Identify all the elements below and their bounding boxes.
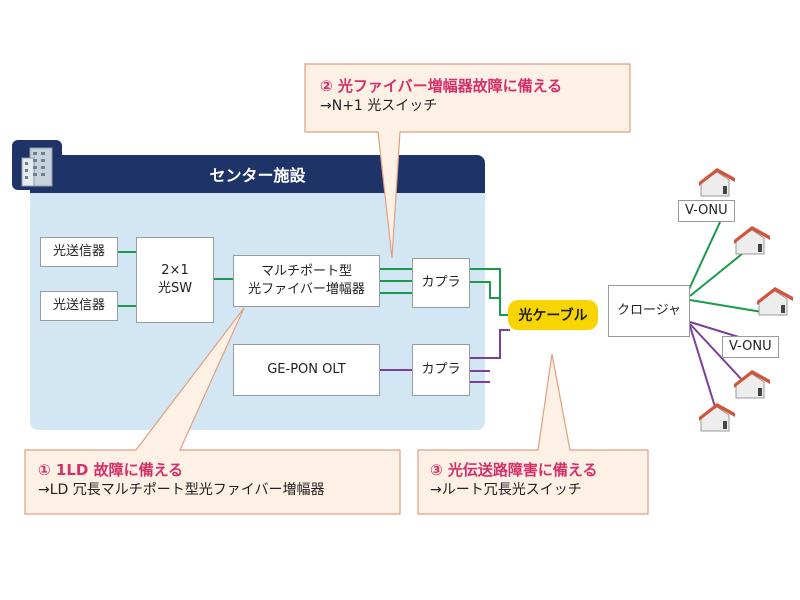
callout-2-heading: ② 光ファイバー増幅器故障に備える bbox=[320, 77, 563, 95]
amplifier-line2: 光ファイバー増幅器 bbox=[248, 282, 365, 297]
callout-3-heading: ③ 光伝送路障害に備える bbox=[430, 461, 598, 479]
optical-transmitter-2: 光送信器 bbox=[40, 291, 118, 321]
callout-1-shape bbox=[24, 307, 401, 515]
optical-transmitter-1: 光送信器 bbox=[40, 237, 118, 267]
optical-switch-line2: 光SW bbox=[157, 281, 193, 296]
house-icon bbox=[757, 287, 793, 316]
optical-switch-line1: 2×1 bbox=[161, 263, 189, 278]
house-icon bbox=[699, 403, 735, 432]
callout-1-body: →LD 冗長マルチポート型光ファイバー増幅器 bbox=[38, 482, 325, 498]
purple-signal-lines bbox=[380, 321, 745, 411]
center-facility-header: センター施設 bbox=[30, 155, 485, 193]
multiport-fiber-amplifier: マルチポート型 光ファイバー増幅器 bbox=[233, 255, 380, 307]
center-facility-title: センター施設 bbox=[209, 166, 306, 185]
house-icon bbox=[734, 370, 770, 399]
callout-2-body: →N+1 光スイッチ bbox=[320, 98, 438, 114]
house-icon bbox=[734, 226, 770, 255]
v-onu-label-1: V-ONU bbox=[678, 200, 735, 222]
optical-transmitter-2-label: 光送信器 bbox=[52, 298, 105, 313]
closure: クロージャ bbox=[608, 285, 690, 337]
callout-2-shape bbox=[304, 63, 631, 259]
coupler-2-label: カプラ bbox=[421, 362, 461, 377]
optical-cable-label: 光ケーブル bbox=[518, 308, 588, 324]
coupler-1-label: カプラ bbox=[421, 275, 461, 290]
optical-switch-2x1: 2×1 光SW bbox=[136, 237, 214, 323]
v-onu-label-2: V-ONU bbox=[722, 336, 779, 358]
gepon-olt-label: GE-PON OLT bbox=[267, 362, 346, 377]
coupler-1: カプラ bbox=[412, 258, 470, 308]
callout-3-shape bbox=[417, 353, 649, 515]
callout-1: ① 1LD 故障に備える →LD 冗長マルチポート型光ファイバー増幅器 bbox=[38, 460, 324, 500]
optical-cable: 光ケーブル bbox=[508, 300, 598, 330]
building-icon bbox=[12, 140, 62, 190]
callout-1-heading: ① 1LD 故障に備える bbox=[38, 461, 184, 479]
amplifier-line1: マルチポート型 bbox=[260, 264, 352, 279]
house-icon bbox=[699, 168, 735, 197]
gepon-olt: GE-PON OLT bbox=[233, 344, 380, 396]
coupler-2: カプラ bbox=[412, 344, 470, 396]
callout-2: ② 光ファイバー増幅器故障に備える →N+1 光スイッチ bbox=[320, 76, 562, 116]
closure-label: クロージャ bbox=[616, 303, 682, 318]
green-signal-lines bbox=[118, 215, 763, 316]
optical-transmitter-1-label: 光送信器 bbox=[52, 244, 105, 259]
callout-3-body: →ルート冗長光スイッチ bbox=[430, 482, 582, 498]
callout-3: ③ 光伝送路障害に備える →ルート冗長光スイッチ bbox=[430, 460, 597, 500]
